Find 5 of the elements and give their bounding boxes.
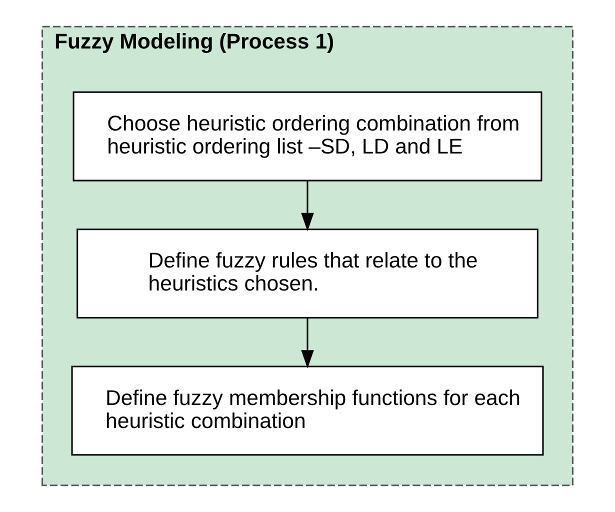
arrow	[301, 318, 314, 368]
node-box: Define fuzzy rules that relate to the heuristics chosen.	[76, 228, 538, 318]
node-box: Choose heuristic ordering combination from heuristic ordering list –SD, LD and LE	[72, 91, 542, 182]
arrow	[301, 181, 314, 232]
node-box: Define fuzzy membership functions for each heuristic combination	[71, 366, 544, 456]
